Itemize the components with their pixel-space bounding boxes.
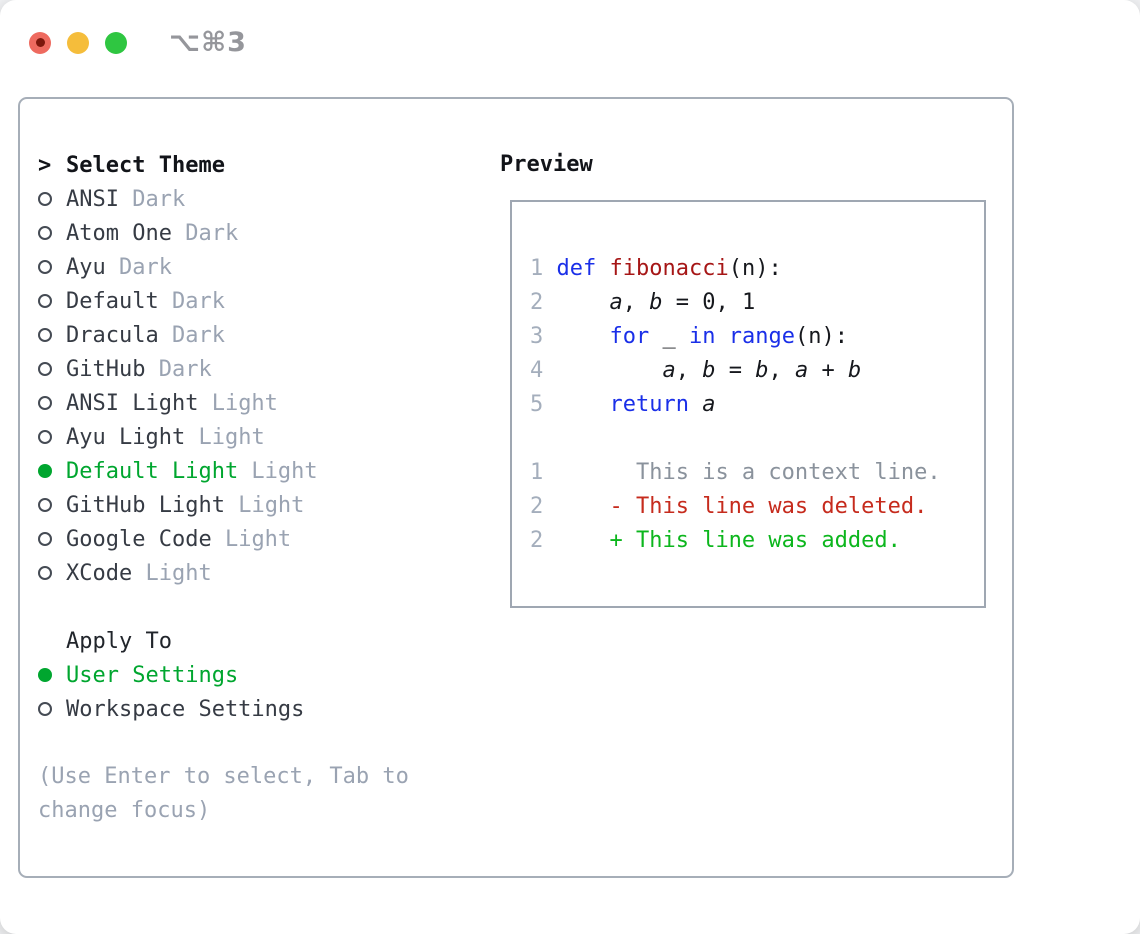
window-shortcut-label: ⌥⌘3 bbox=[169, 27, 247, 58]
theme-option-default[interactable]: Default Dark bbox=[38, 284, 480, 318]
theme-option-dracula[interactable]: Dracula Dark bbox=[38, 318, 480, 352]
theme-name: ANSI Light bbox=[66, 390, 199, 416]
code-line: 1 def fibonacci(n): bbox=[530, 256, 782, 281]
radio-icon bbox=[38, 532, 66, 546]
close-dot-icon bbox=[35, 38, 45, 47]
theme-name: XCode bbox=[66, 560, 133, 586]
theme-name: ANSI bbox=[66, 186, 119, 212]
theme-option-ansi-light[interactable]: ANSI Light Light bbox=[38, 386, 480, 420]
radio-icon bbox=[38, 702, 66, 716]
apply-option-label: Workspace Settings bbox=[66, 696, 305, 722]
apply-to-title: Apply To bbox=[66, 628, 172, 654]
theme-variant: Dark bbox=[105, 254, 172, 280]
code-blank-line bbox=[530, 422, 984, 456]
theme-name: GitHub bbox=[66, 356, 146, 382]
preview-title: Preview bbox=[500, 152, 593, 177]
theme-option-default-light[interactable]: Default Light Light bbox=[38, 454, 480, 488]
radio-icon bbox=[38, 396, 66, 410]
theme-name: GitHub Light bbox=[66, 492, 225, 518]
radio-icon bbox=[38, 566, 66, 580]
radio-icon bbox=[38, 294, 66, 308]
radio-icon bbox=[38, 226, 66, 240]
theme-variant: Dark bbox=[171, 220, 239, 246]
theme-variant: Dark bbox=[145, 356, 212, 382]
theme-variant: Light bbox=[198, 390, 278, 416]
radio-icon bbox=[38, 362, 66, 376]
theme-option-xcode[interactable]: XCode Light bbox=[38, 556, 480, 590]
select-theme-header: > Select Theme bbox=[38, 148, 480, 182]
theme-variant: Dark bbox=[158, 322, 225, 348]
radio-selected-icon bbox=[38, 668, 66, 682]
radio-icon bbox=[38, 498, 66, 512]
radio-icon bbox=[38, 192, 66, 206]
radio-icon bbox=[38, 328, 66, 342]
code-sample: 1 def fibonacci(n): 2 a, b = 0, 1 3 for _ … bbox=[530, 252, 984, 558]
maximize-button[interactable] bbox=[105, 31, 127, 54]
theme-variant: Light bbox=[211, 526, 292, 552]
minimize-button[interactable] bbox=[67, 31, 89, 54]
theme-name: Ayu Light bbox=[66, 424, 186, 450]
radio-selected-icon bbox=[38, 464, 66, 478]
theme-option-github[interactable]: GitHub Dark bbox=[38, 352, 480, 386]
code-line: 3 for _ in range(n): bbox=[530, 324, 848, 349]
theme-name: Default Light bbox=[66, 458, 239, 484]
apply-option-label: User Settings bbox=[66, 662, 239, 688]
apply-option-workspace-settings[interactable]: Workspace Settings bbox=[38, 692, 480, 726]
code-line: 5 return a bbox=[530, 392, 716, 417]
preview-column: Preview 1 def fibonacci(n): 2 a, b = 0, 1… bbox=[500, 148, 986, 608]
theme-option-github-light[interactable]: GitHub Light Light bbox=[38, 488, 480, 522]
apply-to-header: Apply To bbox=[38, 624, 480, 658]
theme-option-google-code[interactable]: Google Code Light bbox=[38, 522, 480, 556]
theme-name: Atom One bbox=[66, 220, 172, 246]
apply-option-user-settings[interactable]: User Settings bbox=[38, 658, 480, 692]
theme-variant: Light bbox=[185, 424, 265, 450]
select-theme-title: Select Theme bbox=[66, 152, 225, 178]
focus-caret-icon: > bbox=[38, 152, 52, 178]
diff-line-deleted: 2 - This line was deleted. bbox=[530, 494, 928, 519]
radio-icon bbox=[38, 430, 66, 444]
theme-variant: Light bbox=[224, 492, 305, 518]
theme-name: Ayu bbox=[66, 254, 106, 280]
theme-variant: Dark bbox=[118, 186, 186, 212]
titlebar: ⌥⌘3 bbox=[29, 27, 247, 58]
theme-option-ayu-light[interactable]: Ayu Light Light bbox=[38, 420, 480, 454]
diff-line-added: 2 + This line was added. bbox=[530, 528, 901, 553]
close-button[interactable] bbox=[29, 31, 51, 54]
theme-option-ansi[interactable]: ANSI Dark bbox=[38, 182, 480, 216]
theme-option-atom-one[interactable]: Atom One Dark bbox=[38, 216, 480, 250]
theme-name: Google Code bbox=[66, 526, 212, 552]
theme-variant: Light bbox=[238, 458, 318, 484]
theme-variant: Dark bbox=[158, 288, 225, 314]
spacer bbox=[38, 590, 480, 624]
theme-name: Default bbox=[66, 288, 159, 314]
theme-name: Dracula bbox=[66, 322, 159, 348]
radio-icon bbox=[38, 260, 66, 274]
spacer bbox=[38, 726, 480, 760]
theme-variant: Light bbox=[132, 560, 212, 586]
theme-option-ayu[interactable]: Ayu Dark bbox=[38, 250, 480, 284]
help-text: (Use Enter to select, Tab to change focu… bbox=[38, 764, 409, 823]
code-line: 4 a, b = b, a + b bbox=[530, 358, 862, 383]
diff-line-context: 1 This is a context line. bbox=[530, 460, 941, 485]
preview-box: 1 def fibonacci(n): 2 a, b = 0, 1 3 for _ … bbox=[510, 200, 986, 608]
code-line: 2 a, b = 0, 1 bbox=[530, 290, 756, 315]
